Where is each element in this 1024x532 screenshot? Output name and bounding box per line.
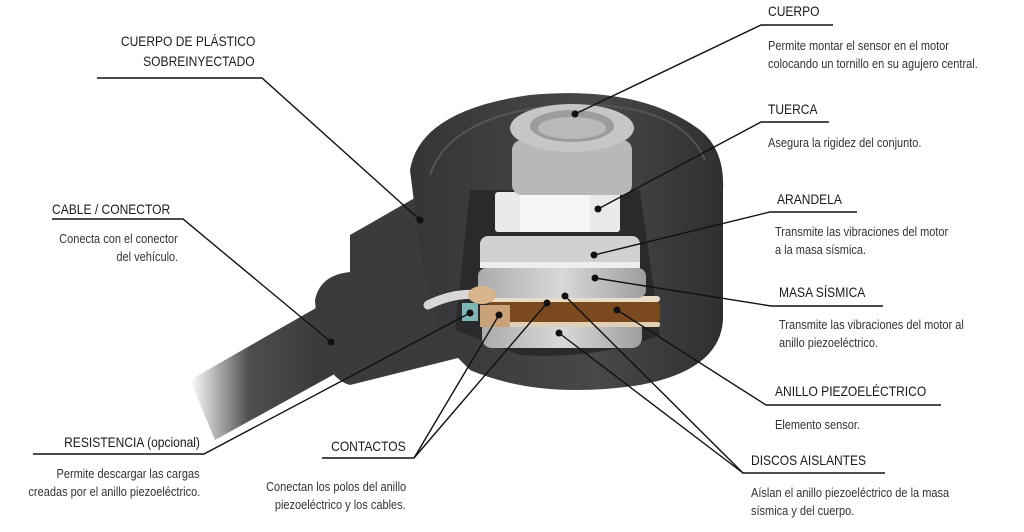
leader-cable (52, 218, 332, 343)
contacts-desc-1: Conectan los polos del anillo (265, 480, 406, 494)
body-title: CUERPO (768, 3, 820, 19)
piezo-ring-title: ANILLO PIEZOELÉCTRICO (775, 383, 927, 399)
leader-piezo (616, 309, 941, 406)
contacts-desc-2: piezoeléctrico y los cables. (275, 498, 406, 512)
leader-nut (597, 121, 829, 210)
seismic-mass (478, 268, 646, 298)
washer (480, 236, 640, 268)
washer-desc-1: Transmite las vibraciones del motor (775, 225, 949, 239)
seismic-mass-title: MASA SÍSMICA (779, 284, 866, 300)
body-desc-2: colocando un tornillo en su agujero cent… (768, 57, 978, 71)
resistor-desc-2: creadas por el anillo piezoeléctrico. (28, 485, 200, 499)
leader-resistor (33, 312, 471, 455)
washer-title: ARANDELA (777, 191, 842, 207)
body-desc-1: Permite montar el sensor en el motor (768, 39, 949, 53)
piezo-ring-desc-1: Elemento sensor. (775, 418, 861, 432)
washer-desc-2: a la masa sísmica. (775, 243, 867, 257)
nut-title: TUERCA (768, 101, 818, 117)
leader-seismic-mass (594, 277, 883, 307)
contacts-title: CONTACTOS (331, 438, 406, 454)
seismic-mass-desc-2: anillo piezoeléctrico. (779, 336, 879, 350)
insulating-discs-title: DISCOS AISLANTES (751, 452, 867, 468)
nut-desc-1: Asegura la rigidez del conjunto. (768, 136, 922, 150)
leader-lines (33, 24, 941, 474)
insulating-discs-desc-1: Aíslan el anillo piezoeléctrico de la ma… (751, 486, 950, 500)
leader-washer (593, 211, 857, 256)
cable-title: CABLE / CONECTOR (52, 201, 171, 217)
leader-plastic-body (97, 77, 421, 221)
plastic-body-title-2: SOBREINYECTADO (143, 53, 255, 69)
piezo-ring (488, 300, 660, 324)
plastic-body-title-1: CUERPO DE PLÁSTICO (120, 33, 255, 49)
contact-tab (480, 305, 510, 327)
seismic-mass-desc-1: Transmite las vibraciones del motor al (779, 318, 964, 332)
body-neck (512, 140, 632, 195)
resistor-title: RESISTENCIA (opcional) (64, 434, 200, 450)
insulating-discs-desc-2: sísmica y del cuerpo. (751, 504, 855, 518)
cable-desc-2: del vehículo. (116, 250, 178, 264)
resistor-desc-1: Permite descargar las cargas (56, 467, 200, 481)
cable-desc-1: Conecta con el conector (59, 232, 178, 246)
leader-body (574, 24, 833, 115)
leader-dots (327, 110, 621, 346)
